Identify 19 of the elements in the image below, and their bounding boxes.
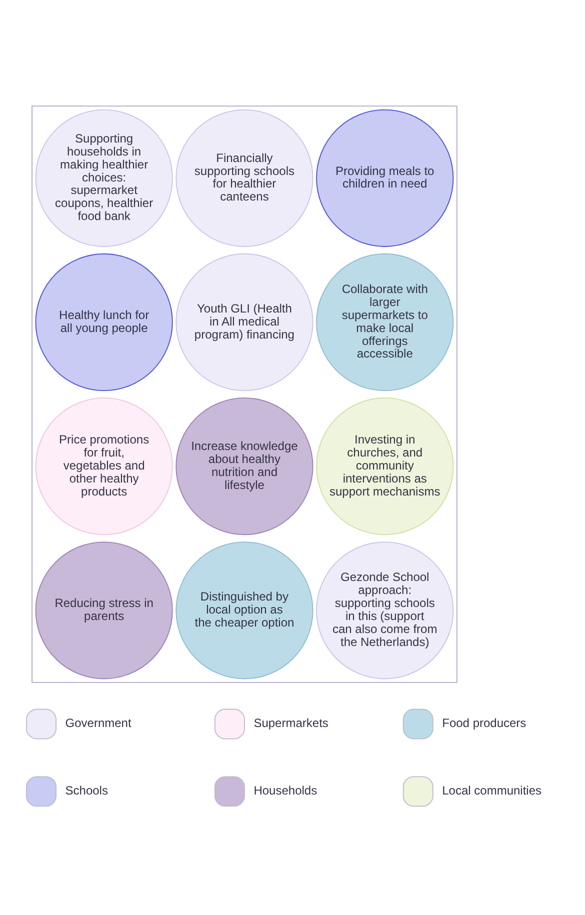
node-circle: Financially supporting schools for healthier canteens	[176, 108, 314, 246]
legend-label: Food producers	[442, 716, 526, 730]
node-circle: Distinguished by local option as the cheaper option	[176, 541, 314, 679]
cluster	[32, 105, 458, 682]
node-circle: Investing in churches, and community interventions as support mechanisms	[316, 397, 454, 535]
node-circle: Price promotions for fruit, vegetables and other healthy products	[35, 397, 173, 535]
legend-label: Government	[65, 716, 132, 730]
legend-label: Schools	[65, 783, 108, 798]
node-circle: Providing meals to children in need	[316, 108, 454, 246]
legend-label: Local communities	[442, 783, 542, 798]
node-circle: Increase knowledge about healthy nutrition and lifestyle	[176, 397, 314, 535]
node-circle: Reducing stress in parents	[35, 541, 173, 679]
legend-label: Supermarkets	[254, 716, 328, 730]
node-circle: Collaborate with larger supermarkets to make local offerings accessible	[316, 252, 454, 391]
node-circle: Supporting households in making healthier choices: supermarket coupons, healthier food bank	[35, 108, 173, 246]
legend-label: Households	[254, 783, 318, 798]
node-circle: Gezonde School approach: supporting schools in this (support can also come from the Netherlands)	[316, 541, 454, 679]
node-circle: Youth GLI (Health in All medical program) financing	[176, 252, 314, 391]
node-circle: Healthy lunch for all young people	[35, 252, 173, 391]
